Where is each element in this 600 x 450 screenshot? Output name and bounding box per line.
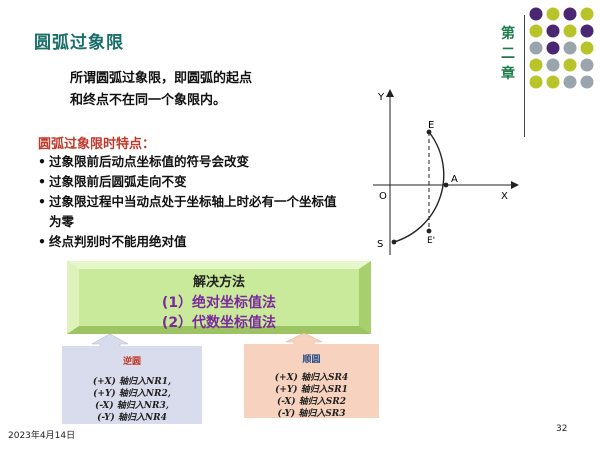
point-s-marker: [391, 239, 397, 245]
forward-arc-rule: (+X) 轴归入SR4: [274, 373, 349, 383]
reverse-arc-rule: (+X) 轴归入NR1,: [92, 377, 172, 387]
intro-text: 所谓圆弧过象限，即圆弧的起点 和终点不在同一个象限内。: [70, 68, 252, 112]
forward-arc-rule: (-X) 轴归入SR2: [277, 397, 346, 407]
point-a-label: A: [451, 174, 458, 185]
feature-item: 终点判别时不能用绝对值: [38, 232, 338, 252]
decorative-dot: [546, 58, 560, 72]
solution-title: 解决方法: [192, 275, 245, 290]
up-arrow-left: [92, 334, 128, 348]
point-s-label: S: [377, 239, 383, 250]
decorative-dot: [529, 75, 543, 89]
features-heading: 圆弧过象限时特点：: [38, 137, 156, 152]
decorative-dot: [529, 24, 543, 38]
decorative-dot: [563, 58, 577, 72]
decorative-dot: [563, 24, 577, 38]
decorative-dot: [563, 75, 577, 89]
decorative-dot: [546, 7, 560, 21]
forward-arc-rule: (-Y) 轴归入SR3: [277, 409, 346, 419]
decorative-dot: [529, 58, 543, 72]
feature-item: 过象限前后圆弧走向不变: [38, 172, 338, 192]
reverse-arc-rule: (-X) 轴归入NR3,: [95, 401, 169, 411]
slide-title: 圆弧过象限: [34, 33, 124, 53]
decorative-dot: [529, 7, 543, 21]
chapter-char-2: 二: [501, 46, 515, 62]
forward-arc-rule: (+Y) 轴归入SR1: [275, 385, 348, 395]
page-number: 32: [556, 424, 568, 434]
chapter-char-3: 章: [501, 66, 515, 82]
y-axis-label: Y: [377, 92, 385, 103]
decorative-dot: [563, 7, 577, 21]
arc-quadrant-diagram: Y X O E A S E': [373, 89, 519, 255]
reverse-arc-title: 逆圆: [122, 357, 141, 367]
point-e-prime-label: E': [427, 236, 435, 246]
chapter-divider-line: [524, 15, 525, 137]
decorative-dot: [580, 41, 594, 55]
decorative-dot-grid: [529, 7, 594, 89]
forward-arc-title: 顺圆: [302, 355, 321, 365]
reverse-arc-box: 逆圆 (+X) 轴归入NR1, (+Y) 轴归入NR2, (-X) 轴归入NR3…: [62, 346, 202, 424]
decorative-dot: [529, 41, 543, 55]
point-e-label: E: [428, 120, 434, 131]
origin-label: O: [379, 191, 387, 202]
chapter-label: 第 二 章: [495, 24, 521, 84]
point-e-marker: [426, 129, 432, 135]
decorative-dot: [580, 58, 594, 72]
chapter-char-1: 第: [501, 26, 515, 42]
feature-item: 过象限过程中当动点处于坐标轴上时必有一个坐标值为零: [38, 192, 338, 232]
intro-line-2: 和终点不在同一个象限内。: [70, 93, 227, 108]
decorative-dot: [580, 24, 594, 38]
solution-box-bevel: [67, 261, 371, 334]
up-arrow-right: [286, 333, 322, 346]
reverse-arc-rule: (+Y) 轴归入NR2,: [93, 389, 171, 399]
intro-line-1: 所谓圆弧过象限，即圆弧的起点: [70, 71, 253, 86]
decorative-dot: [580, 7, 594, 21]
decorative-dot: [546, 41, 560, 55]
x-axis-label: X: [501, 191, 508, 202]
circular-arc: [393, 131, 445, 243]
solution-box: 解决方法 (1）绝对坐标值法 (2）代数坐标值法: [67, 261, 371, 334]
point-a-marker: [443, 182, 449, 188]
decorative-dot: [546, 75, 560, 89]
reverse-arc-rule: (-Y) 轴归入NR4: [97, 413, 167, 423]
solution-method-1: (1）绝对坐标值法: [161, 295, 277, 311]
slide-date: 2023年4月14日: [8, 431, 76, 441]
features-list: 过象限前后动点坐标值的符号会改变 过象限前后圆弧走向不变 过象限过程中当动点处于…: [38, 152, 338, 252]
decorative-dot: [580, 75, 594, 89]
solution-method-2: (2）代数坐标值法: [161, 315, 277, 331]
decorative-dot: [546, 24, 560, 38]
forward-arc-box: 顺圆 (+X) 轴归入SR4 (+Y) 轴归入SR1 (-X) 轴归入SR2 (…: [244, 344, 379, 419]
decorative-dot: [563, 41, 577, 55]
point-e-prime-marker: [426, 228, 432, 234]
feature-item: 过象限前后动点坐标值的符号会改变: [38, 152, 338, 172]
